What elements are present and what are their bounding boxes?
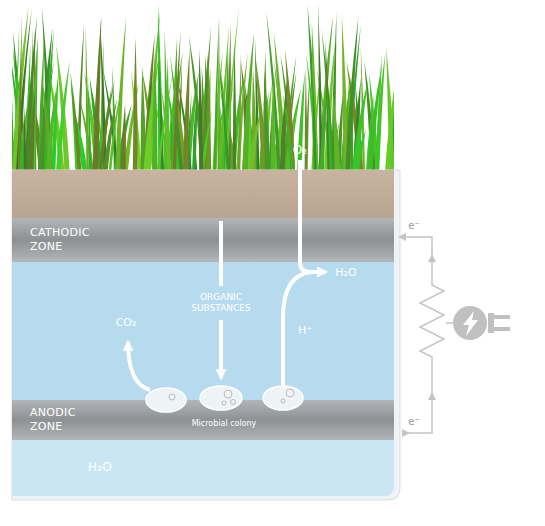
formula-label: O₂ (293, 143, 307, 158)
electron-label: e⁻ (408, 416, 419, 429)
grass-blade (46, 84, 57, 172)
grass-blade (376, 53, 382, 172)
grass-blade (99, 79, 115, 172)
grass-blade (152, 53, 157, 172)
grass-blade (70, 72, 80, 172)
grass-blade (248, 112, 260, 172)
grass-blade (233, 42, 236, 172)
grass-blade (238, 52, 241, 172)
grass-blade (242, 33, 254, 172)
organic-arrow (219, 320, 223, 378)
grass-blade (205, 55, 211, 172)
grass-blade (25, 16, 37, 172)
grass-blade (312, 68, 317, 172)
microbe (200, 386, 242, 410)
grass-blade (199, 49, 204, 172)
grass-blade (312, 21, 318, 172)
zone-label: CATHODIC ZONE (30, 226, 90, 255)
soil-layer (12, 170, 394, 218)
proton-arrow (283, 272, 312, 386)
formula-label: CO₂ (116, 316, 137, 330)
grass-blade (24, 104, 27, 172)
grass-blade (219, 67, 229, 172)
grass-blade (12, 8, 28, 172)
current-arrow (398, 233, 436, 437)
grass-blade (333, 92, 340, 172)
zone-band: CATHODIC ZONE (12, 218, 394, 262)
grass-blade (56, 45, 69, 172)
grass-blade (93, 15, 101, 172)
formula-label: H⁺ (298, 324, 312, 338)
grass-blade (173, 31, 181, 172)
grass-blade (157, 75, 173, 172)
formula-label: H₂O (335, 266, 356, 280)
formula-label: H₂O (88, 460, 112, 476)
microbe (263, 386, 303, 410)
grass-blade (297, 72, 305, 172)
grass-blade (133, 37, 138, 172)
grass-blade (345, 17, 358, 172)
grass-blade (353, 130, 365, 172)
anodic-band (12, 400, 394, 440)
microbe (146, 388, 186, 412)
grass-blade (206, 57, 211, 172)
grass-blade (189, 35, 205, 172)
grass-blade (18, 16, 22, 172)
grass-blade (115, 17, 126, 172)
grass-blade (326, 82, 332, 172)
container (12, 170, 400, 500)
grass-blade (121, 104, 126, 172)
grass-blade (109, 87, 122, 172)
co2-arrow (128, 342, 150, 390)
grass-blade (283, 94, 294, 172)
caption-label: Microbial colony (192, 419, 257, 429)
circuit-wire (402, 237, 453, 433)
cathodic-band (12, 218, 394, 262)
organic-arrow (219, 221, 223, 286)
water-band: H₂O (12, 440, 394, 496)
water-layer (12, 262, 394, 400)
flow-label: ORGANIC SUBSTANCES (191, 292, 250, 315)
electron-label: e⁻ (408, 220, 419, 233)
grass (12, 4, 394, 172)
grass-blade (305, 71, 310, 172)
grass-blade (183, 49, 190, 172)
grass-blade (320, 90, 327, 172)
grass-blade (88, 76, 92, 172)
oxygen-arrow (300, 160, 326, 272)
grass-blade (385, 62, 394, 172)
grass-blade (264, 71, 270, 172)
grass-blade (71, 83, 82, 172)
bottom-water (12, 440, 394, 496)
grass-blade (271, 72, 275, 172)
plug-icon (453, 306, 510, 340)
grass-blade (352, 80, 368, 172)
grass-blade (214, 18, 219, 172)
grass-blade (143, 51, 159, 172)
zone-label: ANODIC ZONE (30, 406, 76, 435)
